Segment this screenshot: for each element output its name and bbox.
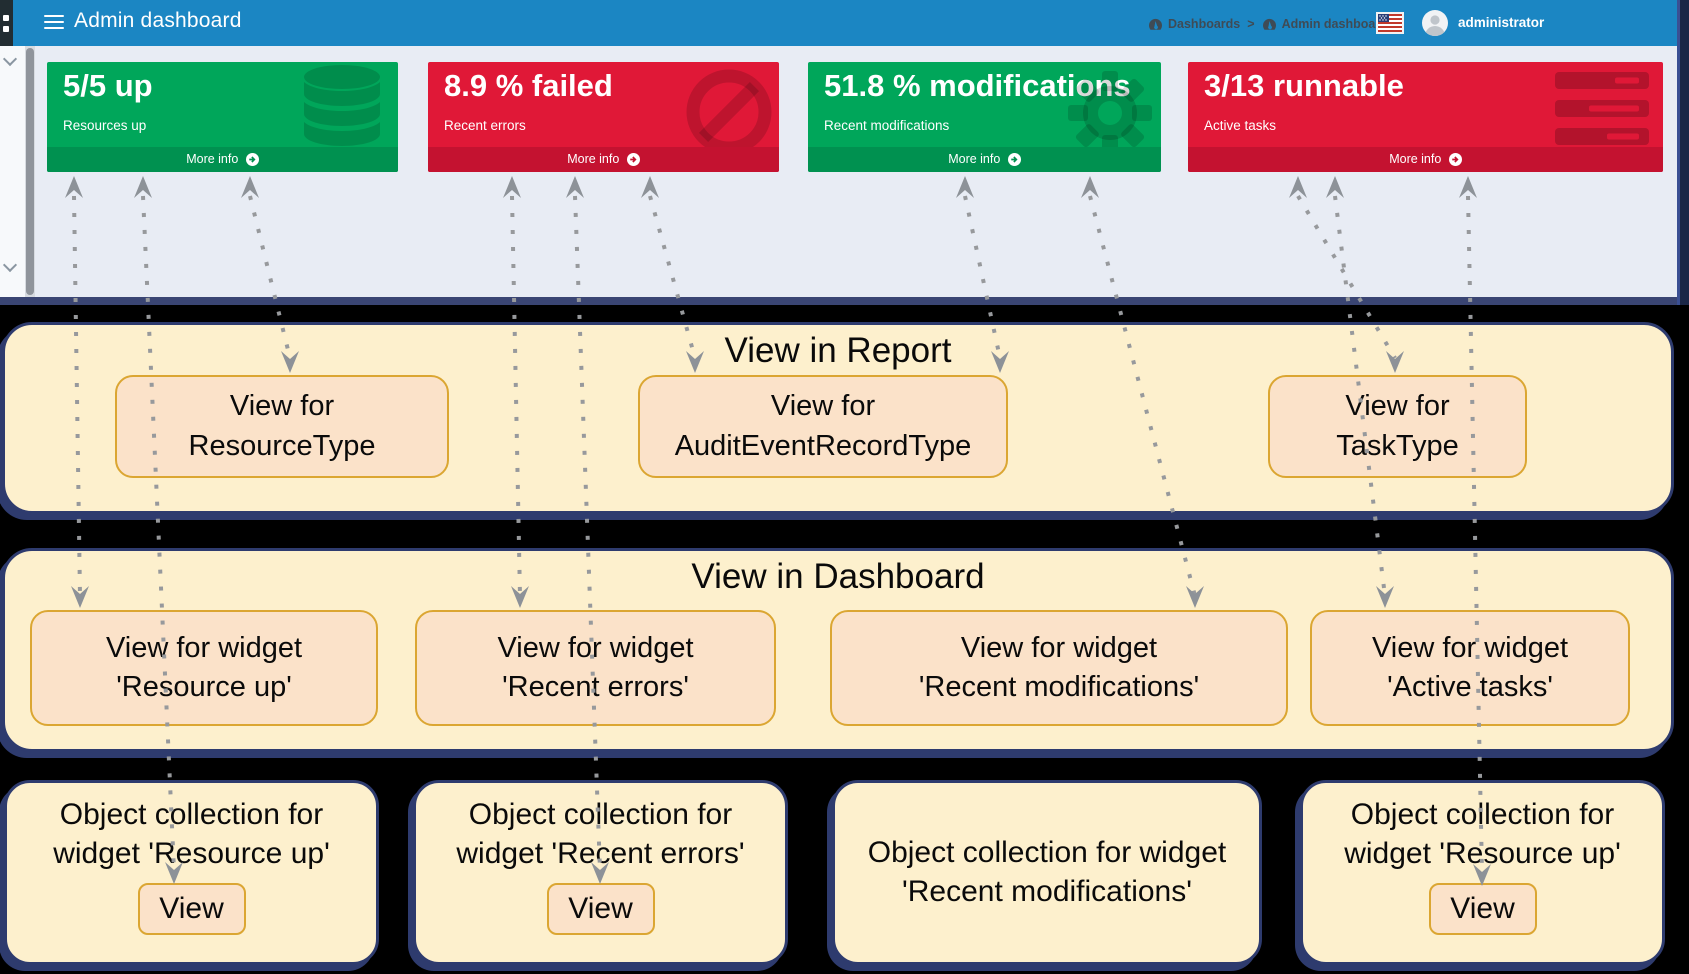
user-avatar[interactable] [1422,10,1448,36]
scrollbar-thumb[interactable] [26,48,34,295]
panel-title: View in Dashboard [691,557,985,596]
hamburger-menu-icon[interactable] [44,15,64,31]
view-button[interactable]: View [137,883,246,935]
collection-recent-errors-box: Object collection for widget 'Recent err… [413,780,788,965]
dashboard-screenshot: Admin dashboard Dashboards > Admin dashb… [0,0,1689,305]
arrow-circle-right-icon [1448,150,1462,172]
infobox-headline: 3/13 runnable [1204,68,1404,103]
vertical-scrollbar [25,46,35,297]
more-info-link[interactable]: More info [808,147,1161,172]
infobox-subtitle: Resources up [63,118,147,133]
page-title: Admin dashboard [74,9,242,32]
chevron-down-icon[interactable] [5,54,16,65]
breadcrumb-label: Dashboards [1168,17,1241,31]
collection-resource-up-box: Object collection for widget 'Resource u… [4,780,379,965]
arrow-circle-right-icon [245,150,259,172]
logo-dot [3,15,9,21]
screenshot-right-border [1677,0,1689,305]
infobox-headline: 51.8 % modifications [824,68,1131,103]
dashboard-icon [1262,18,1276,30]
view-widget-active-tasks-box: View for widget 'Active tasks' [1310,610,1630,726]
database-icon [296,64,388,155]
view-for-resourcetype-box: View for ResourceType [115,375,449,478]
breadcrumb-separator: > [1247,17,1255,31]
dashboard-icon [1149,18,1162,30]
infobox-resources-up: 5/5 up Resources up More info [47,62,398,172]
breadcrumb: Dashboards > Admin dashboard [1148,14,1388,34]
username-label[interactable]: administrator [1458,15,1545,30]
view-button[interactable]: View [1428,883,1537,935]
panel-title: View in Report [724,331,952,370]
view-widget-recent-errors-box: View for widget 'Recent errors' [415,610,776,726]
arrow-circle-right-icon [1007,150,1021,172]
screenshot-bottom-border [0,297,1689,305]
more-info-label: More info [567,152,620,166]
more-info-label: More info [948,152,1001,166]
sidebar-logo-edge [0,0,13,46]
view-widget-recent-modifications-box: View for widget 'Recent modifications' [830,610,1288,726]
more-info-link[interactable]: More info [47,147,398,172]
collection-label: Object collection for widget 'Resource u… [1344,798,1621,870]
chevron-down-icon[interactable] [5,260,16,271]
infobox-subtitle: Active tasks [1204,118,1277,133]
top-navbar: Admin dashboard Dashboards > Admin dashb… [0,0,1689,46]
view-button[interactable]: View [546,883,655,935]
more-info-link[interactable]: More info [428,147,779,172]
more-info-link[interactable]: More info [1188,147,1663,172]
infobox-headline: 8.9 % failed [444,68,613,103]
infobox-active-tasks: 3/13 runnable Active tasks [1188,62,1663,172]
breadcrumb-admin-dashboard[interactable]: Admin dashboard [1262,17,1388,31]
view-for-auditeventrecordtype-box: View for AuditEventRecordType [638,375,1008,478]
tasks-icon [1555,72,1649,153]
breadcrumb-dashboards[interactable]: Dashboards [1148,17,1240,31]
collection-resource-up-2-box: Object collection for widget 'Resource u… [1300,780,1665,965]
more-info-label: More info [1389,152,1442,166]
view-for-tasktype-box: View for TaskType [1268,375,1527,478]
collection-label: Object collection for widget 'Resource u… [53,798,330,870]
collection-recent-modifications-box: Object collection for widget 'Recent mod… [832,780,1262,965]
breadcrumb-label: Admin dashboard [1281,17,1388,31]
infobox-subtitle: Recent errors [444,118,526,133]
infobox-subtitle: Recent modifications [824,118,950,133]
collection-label: Object collection for widget 'Recent err… [456,798,745,870]
logo-dot [3,26,9,32]
collection-label: Object collection for widget 'Recent mod… [867,835,1227,908]
language-flag-us[interactable] [1378,14,1402,32]
collapsed-sidebar-strip [0,46,25,297]
view-widget-resource-up-box: View for widget 'Resource up' [30,610,378,726]
more-info-label: More info [186,152,239,166]
arrow-circle-right-icon [626,150,640,172]
infobox-recent-modifications: 51.8 % modifications Recent modification… [808,62,1161,172]
infobox-headline: 5/5 up [63,68,153,103]
infobox-recent-errors: 8.9 % failed Recent errors More info [428,62,779,172]
